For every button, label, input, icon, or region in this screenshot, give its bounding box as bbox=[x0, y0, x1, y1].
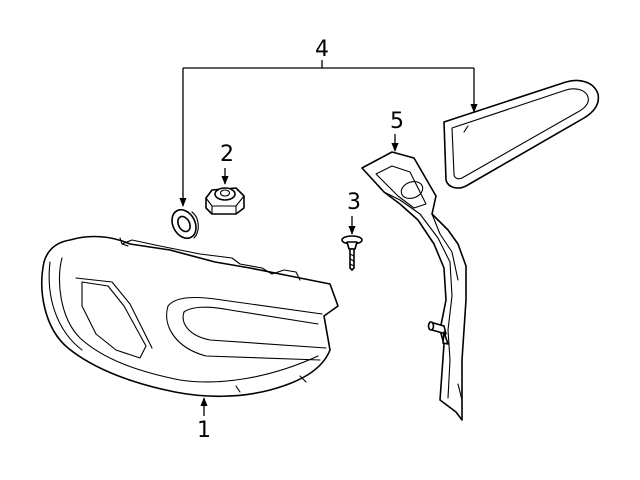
lamp-bracket bbox=[361, 151, 467, 421]
callout-2: 2 bbox=[220, 142, 234, 185]
nut bbox=[205, 187, 245, 215]
callout-label-4: 4 bbox=[315, 37, 329, 62]
grommet bbox=[171, 208, 199, 240]
callout-label-5: 5 bbox=[390, 109, 404, 134]
callout-1: 1 bbox=[197, 397, 211, 443]
callout-5: 5 bbox=[390, 109, 404, 152]
callout-label-2: 2 bbox=[220, 142, 234, 167]
tail-lamp-assembly bbox=[41, 235, 339, 398]
callout-label-1: 1 bbox=[197, 418, 211, 443]
screw bbox=[341, 235, 363, 271]
callout-label-3: 3 bbox=[347, 190, 361, 215]
callout-4: 4 bbox=[179, 37, 478, 207]
callout-3: 3 bbox=[347, 190, 361, 235]
gasket bbox=[443, 79, 600, 189]
